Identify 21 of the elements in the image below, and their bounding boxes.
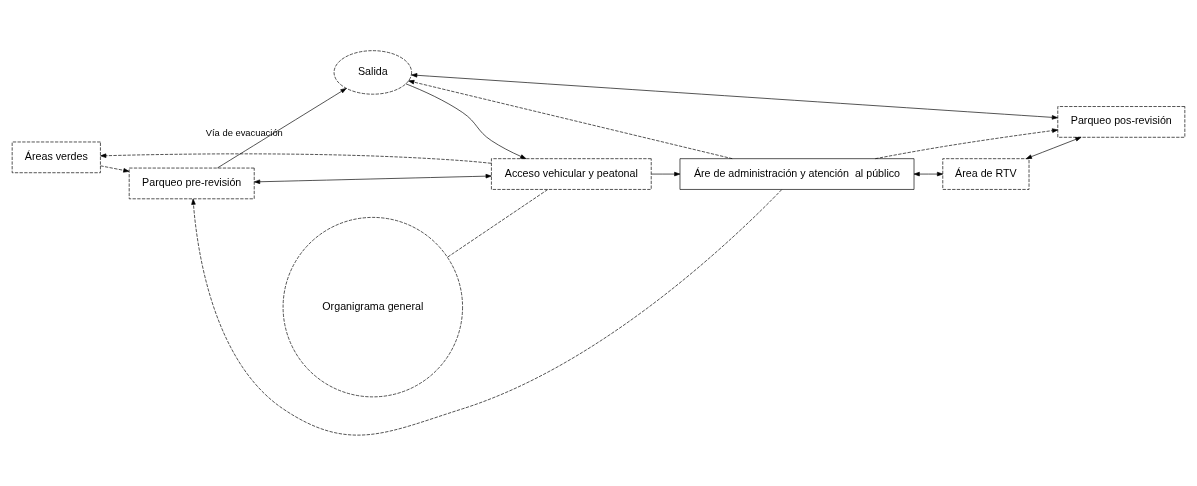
node-box: Parqueo pos-revisión <box>1057 106 1186 138</box>
node-box: Áre de administración y atención al público <box>679 158 915 190</box>
arrow <box>100 165 130 173</box>
arrow <box>913 171 944 177</box>
arrow <box>254 173 492 184</box>
node-box: Acceso vehicular y peatonal <box>491 158 652 190</box>
arrow <box>1025 136 1082 159</box>
node-box: Parqueo pre-revisión <box>128 167 255 200</box>
arrow <box>191 189 782 436</box>
node-circle: Organigrama general <box>282 217 463 398</box>
arrow <box>874 128 1059 159</box>
connector <box>447 189 548 258</box>
arrow <box>651 171 681 177</box>
arrow <box>411 73 1058 120</box>
node-box: Áreas verdes <box>11 141 101 174</box>
node-box: Área de RTV <box>942 158 1030 190</box>
edge-label: Vía de evacuación <box>205 127 283 138</box>
arrow <box>217 88 347 169</box>
arrow <box>405 83 527 159</box>
arrow <box>100 153 492 164</box>
arrow <box>408 79 733 159</box>
